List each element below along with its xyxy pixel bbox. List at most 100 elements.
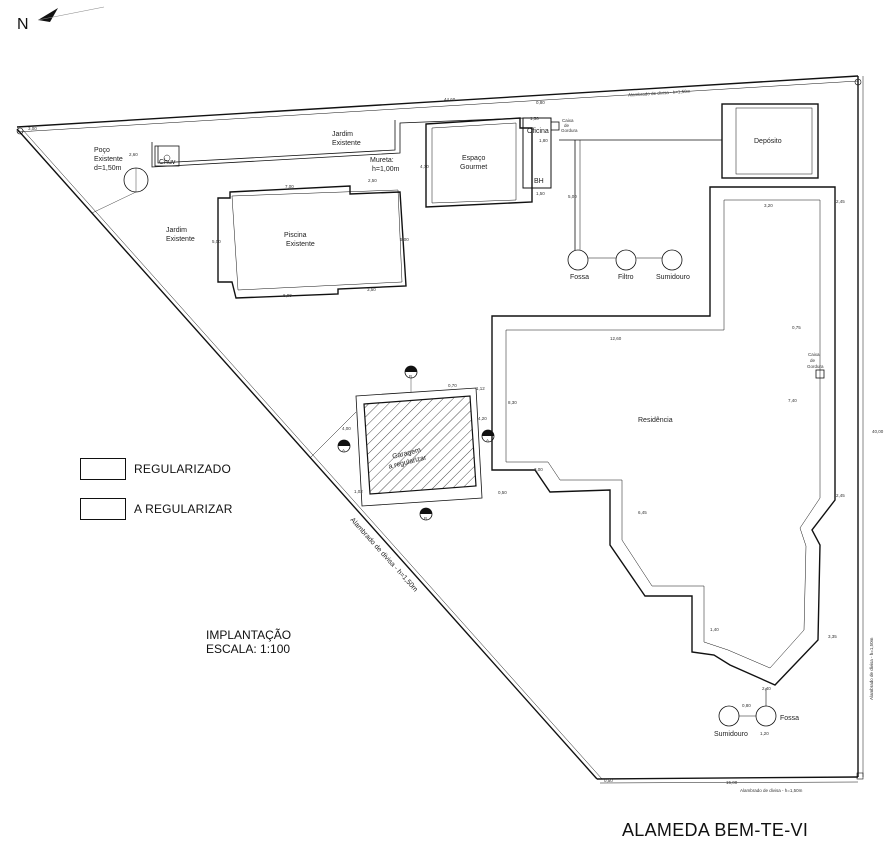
svg-text:0,80: 0,80 [742, 703, 751, 708]
section-marker-b-bottom: B [419, 507, 433, 521]
svg-text:2,45: 2,45 [836, 199, 845, 204]
svg-text:1,80: 1,80 [539, 138, 548, 143]
title-line-2: ESCALA: 1:100 [206, 642, 291, 656]
svg-text:1,12: 1,12 [476, 386, 485, 391]
legend-a-regularizar: A REGULARIZAR [80, 498, 233, 520]
mureta-wall [151, 117, 526, 168]
dimension-labels: 3,00 44,60 0,80 1,50 2,60 4,70 1,80 5,00… [28, 97, 884, 785]
chuv-drain-icon [163, 154, 171, 162]
legend-regularizado-label: REGULARIZADO [134, 462, 232, 476]
caixa-right-label-1: Caixa [808, 352, 820, 357]
legend-regularizado: REGULARIZADO [80, 458, 231, 480]
jardim-top-label-2: Existente [332, 140, 361, 147]
caixa-right-label-2: de [810, 358, 816, 363]
piscina-label-2: Existente [286, 241, 315, 248]
poco-label-2: Existente [94, 156, 123, 163]
legend-hatched-swatch [80, 498, 126, 520]
svg-text:4,00: 4,00 [342, 426, 351, 431]
svg-text:A: A [342, 448, 345, 453]
svg-text:1,50: 1,50 [536, 191, 545, 196]
caixa-gordura-right-icon [815, 369, 825, 379]
jardim-top-label-1: Jardim [332, 131, 353, 138]
svg-text:5,00: 5,00 [212, 239, 221, 244]
sumidouro-bottom-icon [718, 705, 740, 727]
legend-a-regularizar-label: A REGULARIZAR [134, 502, 233, 516]
sumidouro-top-label: Sumidouro [656, 274, 690, 281]
espaco-gourmet-inner [431, 122, 517, 204]
title-line-1: IMPLANTAÇÃO [206, 628, 292, 642]
oficina-box [522, 117, 552, 189]
svg-text:40,00: 40,00 [872, 429, 884, 434]
north-wall-label: Alambrado de divisa - h=1,50m [628, 89, 691, 98]
svg-text:0,75: 0,75 [792, 325, 801, 330]
mureta-wall-inner [157, 120, 396, 164]
diagonal-wall-label: Alambrado de divisa - h=1,50m [349, 517, 419, 594]
poco-label-1: Poço [94, 147, 110, 154]
sumidouro-bottom-label: Sumidouro [714, 731, 748, 738]
svg-text:3,20: 3,20 [764, 203, 773, 208]
svg-text:2,60: 2,60 [129, 152, 138, 157]
section-marker-b-top: B [404, 365, 418, 392]
street-name: ALAMEDA BEM-TE-VI [622, 820, 809, 840]
filtro-label: Filtro [618, 274, 634, 281]
svg-text:44,60: 44,60 [444, 97, 456, 102]
svg-text:1,20: 1,20 [760, 731, 769, 736]
south-wall-label: Alambrado de divisa - h=1,50m [740, 788, 803, 793]
fossa-top-icon [567, 249, 589, 271]
caixa-top-label-2: de [564, 123, 570, 128]
deposito-outline [721, 103, 819, 179]
mureta-label-1: Mureta: [370, 157, 394, 164]
svg-text:8,30: 8,30 [508, 400, 517, 405]
sumidouro-top-icon [661, 249, 683, 271]
north-arrow-icon [37, 6, 105, 22]
piscina-outline [217, 185, 407, 299]
svg-text:B: B [409, 374, 412, 379]
svg-text:5,00: 5,00 [400, 237, 409, 242]
svg-text:12,60: 12,60 [610, 336, 622, 341]
filtro-icon [615, 249, 637, 271]
residencia-outline [491, 186, 836, 686]
svg-text:3,50: 3,50 [367, 287, 376, 292]
svg-text:1,02: 1,02 [354, 489, 363, 494]
section-marker-a-left: A [337, 439, 351, 453]
caixa-right-label-3: Gordura [807, 364, 824, 369]
svg-text:0,50: 0,50 [498, 490, 507, 495]
fossa-bottom-label: Fossa [780, 715, 799, 722]
svg-text:5,00: 5,00 [568, 194, 577, 199]
svg-text:0,70: 0,70 [448, 383, 457, 388]
jardim-left-label-1: Jardim [166, 227, 187, 234]
svg-text:15,00: 15,00 [726, 780, 738, 785]
chuv-box [154, 145, 180, 167]
espaco-gourmet-outline [425, 117, 533, 208]
garagem-hatched [363, 395, 477, 495]
svg-text:2,50: 2,50 [368, 178, 377, 183]
property-boundary [16, 75, 864, 784]
svg-text:7,40: 7,40 [788, 398, 797, 403]
deposito-label: Depósito [754, 138, 782, 145]
north-label: N [17, 16, 29, 33]
legend-plain-swatch [80, 458, 126, 480]
title-block: IMPLANTAÇÃO ESCALA: 1:100 [206, 628, 291, 656]
svg-text:3,35: 3,35 [828, 634, 837, 639]
garagem-outer [355, 387, 483, 507]
svg-text:4,20: 4,20 [478, 416, 487, 421]
svg-text:A: A [486, 438, 489, 443]
residencia-inner [505, 199, 821, 669]
espaco-label-1: Espaço [462, 155, 485, 162]
svg-text:2,45: 2,45 [836, 493, 845, 498]
caixa-top-label-3: Gordura [561, 128, 578, 133]
fossa-top-label: Fossa [570, 274, 589, 281]
svg-text:3,00: 3,00 [534, 467, 543, 472]
jardim-left-label-2: Existente [166, 236, 195, 243]
svg-text:0,50: 0,50 [604, 778, 613, 783]
svg-text:B: B [424, 516, 427, 521]
chuv-label: Chuv [159, 159, 176, 166]
piscina-label-1: Piscina [284, 232, 307, 239]
svg-text:0,80: 0,80 [536, 100, 545, 105]
fossa-bottom-icon [755, 705, 777, 727]
svg-text:1,40: 1,40 [710, 627, 719, 632]
caixa-gordura-top-icon [550, 121, 560, 131]
bh-label: BH [534, 178, 544, 185]
svg-text:1,50: 1,50 [530, 116, 539, 121]
